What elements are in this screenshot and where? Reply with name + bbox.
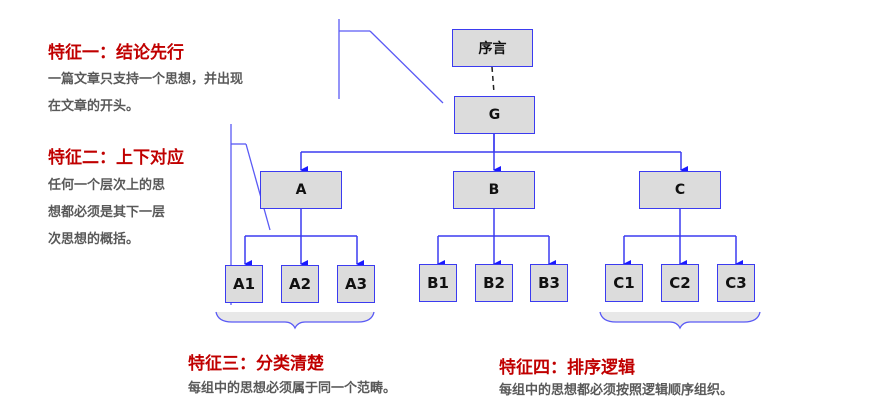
node-a1: A1 [225,265,263,303]
feature-2-title: 特征二：上下对应 [48,148,184,168]
node-b2: B2 [475,264,513,302]
brace-group-a [215,311,375,330]
feature-2-desc: 任何一个层次上的思 想都必须是其下一层 次思想的概括。 [48,172,165,253]
feature-3-desc-line: 每组中的思想必须属于同一个范畴。 [188,381,397,396]
node-preface: 序言 [452,29,533,67]
feature-2-desc-line: 次思想的概括。 [48,232,140,247]
feature-2-desc-line: 想都必须是其下一层 [48,205,166,220]
node-b1: B1 [419,264,457,302]
node-c2: C2 [661,264,699,302]
feature-1-title: 特征一：结论先行 [48,43,184,63]
a-connectors [244,208,364,268]
root-connectors [300,133,688,174]
feature-1-desc: 一篇文章只支持一个思想，并出现 在文章的开头。 [48,66,243,120]
node-root-g: G [454,96,535,134]
feature-4-title: 特征四：排序逻辑 [499,358,635,378]
callout-feature-1 [338,19,444,104]
feature-4-desc-line: 每组中的思想都必须按照逻辑顺序组织。 [499,383,734,398]
feature-3-desc: 每组中的思想必须属于同一个范畴。 [188,375,396,402]
brace-group-c [599,311,761,330]
preface-connector [491,66,495,94]
feature-1-desc-line: 在文章的开头。 [48,99,140,114]
c-connectors [623,208,743,268]
node-b3: B3 [530,264,568,302]
node-c1: C1 [605,264,643,302]
b-connectors [437,208,556,268]
node-a2: A2 [281,265,319,303]
node-a: A [260,171,342,209]
feature-4-desc: 每组中的思想都必须按照逻辑顺序组织。 [499,377,733,404]
feature-3-title: 特征三：分类清楚 [188,354,324,374]
node-c3: C3 [717,264,755,302]
node-b: B [453,171,535,209]
node-a3: A3 [337,265,375,303]
feature-1-desc-line: 一篇文章只支持一个思想，并出现 [48,72,244,87]
feature-2-desc-line: 任何一个层次上的思 [48,178,166,193]
node-c: C [639,171,721,209]
